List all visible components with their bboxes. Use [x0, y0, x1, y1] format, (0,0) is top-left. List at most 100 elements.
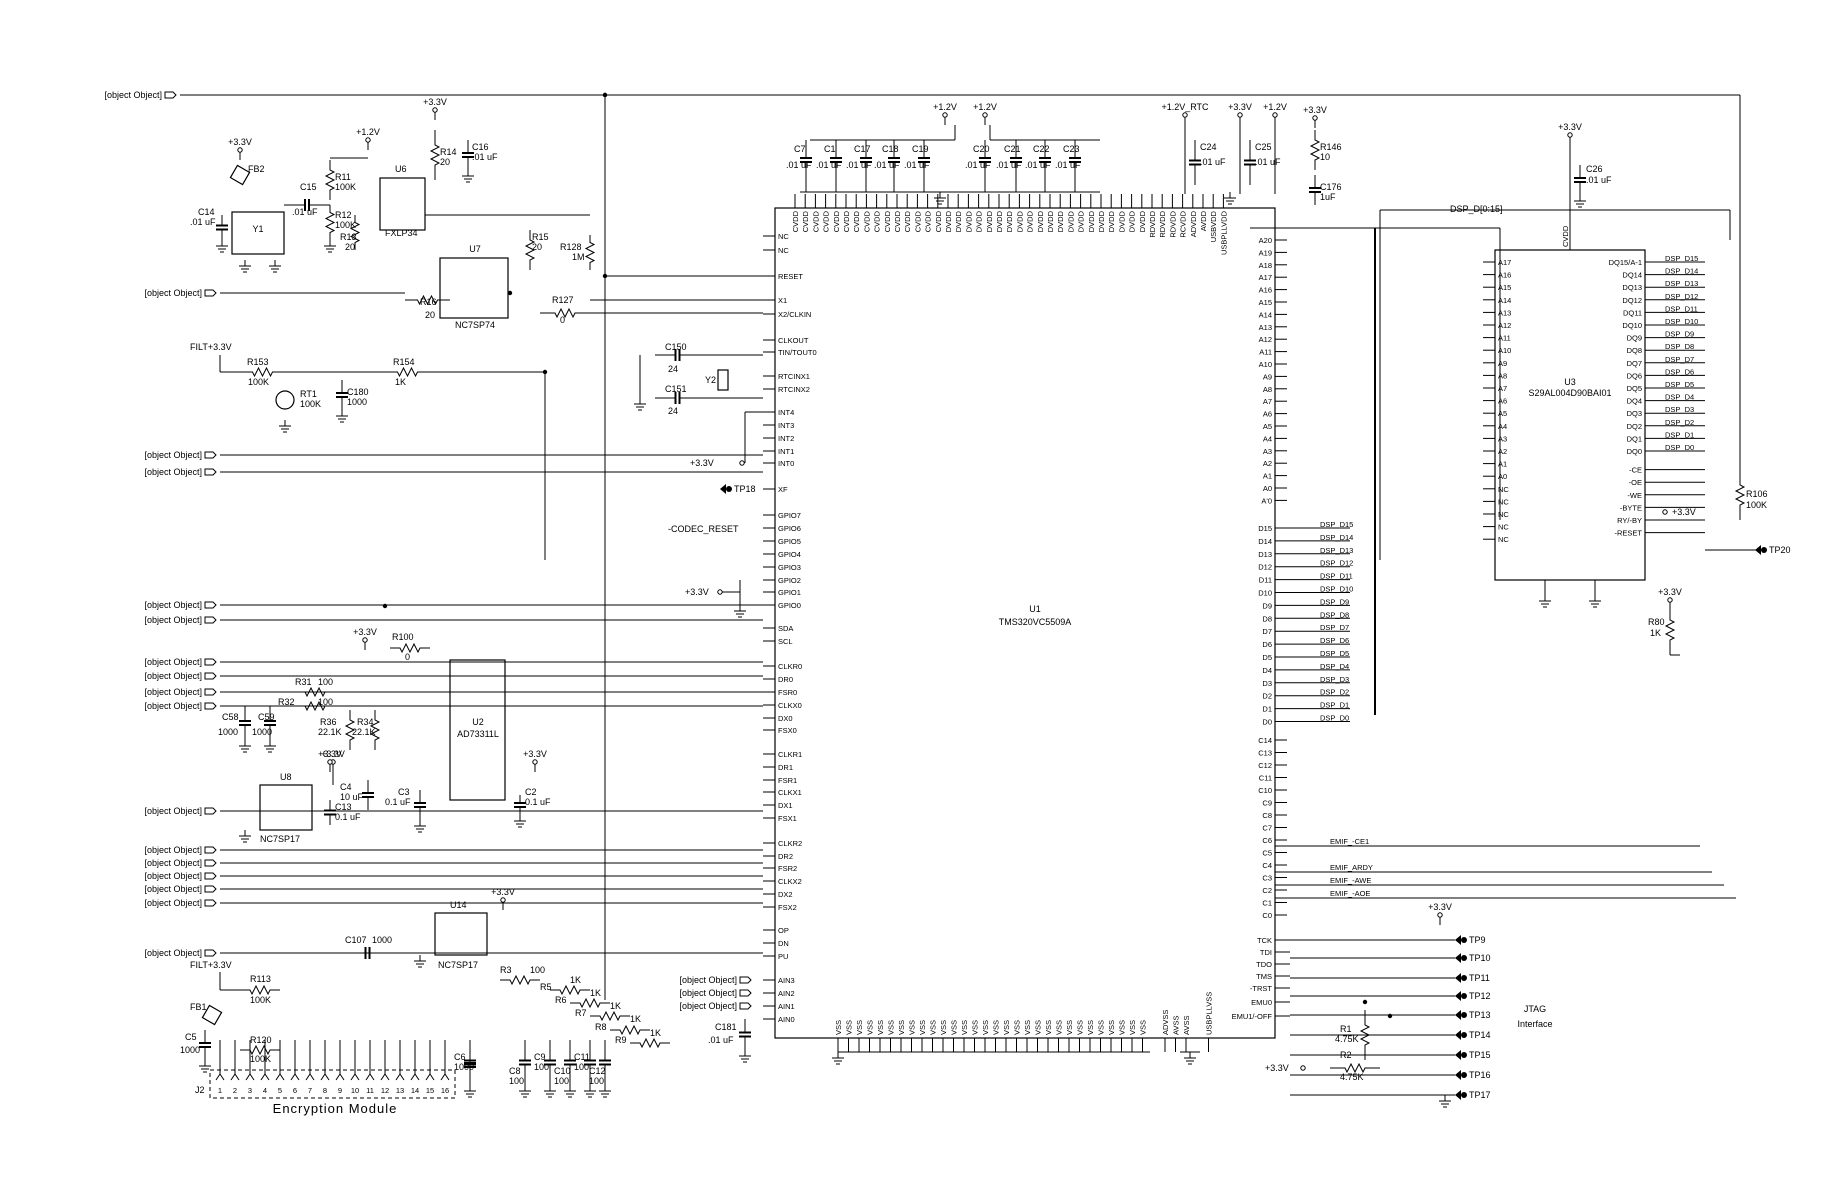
port-flag	[204, 601, 217, 609]
port-label: [object Object]	[679, 975, 737, 985]
r7-val: 1K	[610, 1001, 621, 1011]
byte-terminal	[1662, 509, 1668, 515]
top-cap-val: .01 uF	[965, 160, 991, 170]
c107-val: 1000	[372, 935, 392, 945]
testpoint	[1461, 975, 1467, 981]
u1-left-pin-label: RTCINX2	[778, 385, 810, 394]
u3-right-pin-label: DQ15/A-1	[1609, 258, 1642, 267]
top-cap-ref: C22	[1033, 144, 1050, 154]
u8-part: NC7SP17	[260, 834, 300, 844]
u3-right-pin-label: -OE	[1629, 478, 1642, 487]
top-cap-val: .01 uF	[816, 160, 842, 170]
c25-ref: C25	[1255, 142, 1272, 152]
rail-label: +1.2V	[1263, 102, 1287, 112]
r153-ref: R153	[247, 357, 269, 367]
r15-val: 20	[532, 242, 542, 252]
lower-cap-ref: C8	[509, 1066, 521, 1076]
r31-ref: R31	[295, 677, 312, 687]
rt1-thermistor	[275, 390, 295, 410]
lower-cap-ref: C6	[454, 1052, 466, 1062]
u1-bottom-pin-label: AVSS	[1182, 1016, 1191, 1035]
u1-left-pin-label: FSR1	[778, 776, 797, 785]
c25-val: .01 uF	[1255, 157, 1281, 167]
u3-left-pin-label: A0	[1498, 472, 1507, 481]
port-label: [object Object]	[104, 90, 162, 100]
testpoint	[1461, 955, 1467, 961]
resistor	[1359, 1010, 1371, 1060]
u1-left-pin-label: GPIO3	[778, 563, 801, 572]
u1-top-pin-label: RDVDD	[1168, 210, 1177, 237]
u1-left-pin-label: DX2	[778, 890, 793, 899]
c59-ref: C59	[258, 712, 275, 722]
u3-left-pin-label: A16	[1498, 271, 1511, 280]
testpoint	[1461, 1092, 1467, 1098]
u1-bottom-pin-label: VSS	[1076, 1020, 1085, 1035]
u1-addr-pin-label: A6	[1263, 410, 1272, 419]
u1-data-pin-label: D11	[1259, 576, 1272, 585]
u3-left-pin-label: NC	[1498, 497, 1509, 506]
u1-data-pin-label: D0	[1262, 718, 1272, 727]
u1-left-pin-label: CLKR2	[778, 839, 802, 848]
u14-ref: U14	[450, 900, 467, 910]
dsp-bus-label: DSP_D7	[1320, 623, 1349, 632]
u1-bottom-pin-label: VSS	[1118, 1020, 1127, 1035]
u1-top-pin-label: CVDD	[862, 210, 871, 232]
testpoint	[1461, 1012, 1467, 1018]
u1-top-pin-label: DVDD	[1097, 210, 1106, 232]
rail-label: +3.3V	[1658, 587, 1682, 597]
int-rail: +3.3V	[690, 458, 714, 468]
r127-val: 0	[560, 315, 565, 325]
r127-ref: R127	[552, 295, 574, 305]
u3-left-pin-label: A13	[1498, 308, 1511, 317]
c176-ref: C176	[1320, 182, 1342, 192]
u1-left-pin-label: CLKX2	[778, 877, 802, 886]
resistor	[324, 160, 336, 200]
r34-val: 22.1K	[352, 727, 376, 737]
u1-addr-pin-label: A9	[1263, 372, 1272, 381]
testpoint-label: TP11	[1469, 973, 1490, 983]
u3-part: S29AL004D90BAI01	[1528, 388, 1611, 398]
u2-part: AD73311L	[457, 729, 499, 739]
dsp-bus-label: DSP_D1	[1320, 701, 1349, 710]
junction-dot	[507, 290, 513, 296]
resistor	[590, 1010, 630, 1022]
u1-c-pin-label: C10	[1258, 786, 1272, 795]
u3-right-pin-label: DQ8	[1627, 346, 1642, 355]
u1-top-pin-label: CVDD	[832, 210, 841, 232]
jtag-rail-terminal	[1300, 1065, 1306, 1071]
port-flag	[204, 616, 217, 624]
u1-left-pin-label: SCL	[778, 637, 793, 646]
u2-body	[449, 659, 506, 801]
u1-addr-pin-label: A2	[1263, 459, 1272, 468]
junction-dot	[602, 92, 608, 98]
r1-val: 4.75K	[1335, 1034, 1359, 1044]
c2-ref: C2	[525, 787, 537, 797]
u1-c-pin-label: C1	[1262, 899, 1272, 908]
c180-ref: C180	[347, 387, 369, 397]
testpoint-label: TP14	[1469, 1030, 1491, 1040]
u1-bottom-pin-label: VSS	[897, 1020, 906, 1035]
junction-dot	[382, 603, 388, 609]
port-flag	[204, 899, 217, 907]
rail-terminal	[1182, 112, 1188, 118]
c58-ref: C58	[222, 712, 239, 722]
r154-ref: R154	[393, 357, 415, 367]
u1-c-pin-label: C13	[1258, 749, 1272, 758]
c14-ref: C14	[198, 207, 215, 217]
wire-layer	[164, 91, 1767, 1108]
r6-ref: R6	[555, 995, 567, 1005]
r32-ref: R32	[278, 697, 295, 707]
rail-terminal	[362, 637, 368, 643]
dsp-bus-label: DSP_D13	[1320, 546, 1353, 555]
testpoint-label: TP16	[1469, 1070, 1491, 1080]
u3-right-pin-label: DQ1	[1627, 434, 1642, 443]
c2-val: 0.1 uF	[525, 797, 551, 807]
dsp-bus-label: DSP_D11	[1320, 572, 1353, 581]
dsp-bus-name: DSP_D[0:15]	[1450, 204, 1503, 214]
resistor	[324, 205, 336, 240]
dsp-bus-label: DSP_D15	[1320, 520, 1353, 529]
lower-cap-val: 100	[554, 1076, 569, 1086]
j2-pin	[320, 1073, 330, 1081]
u1-left-pin-label: NC	[778, 232, 789, 241]
u1-addr-pin-label: A4	[1263, 434, 1272, 443]
